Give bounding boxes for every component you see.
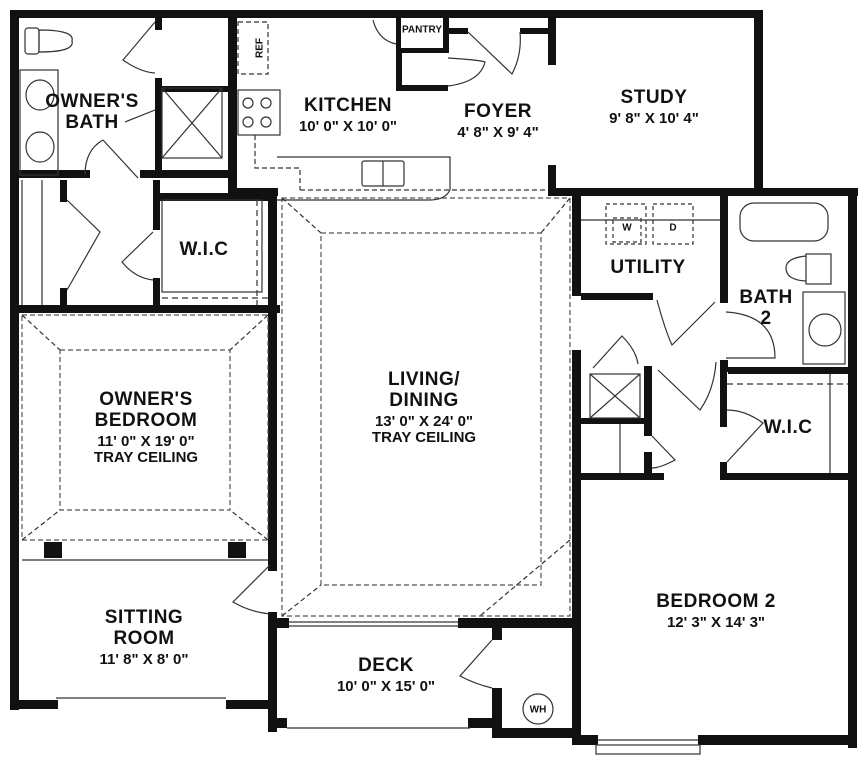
room-living-dining: LIVING/ DINING 13' 0" X 24' 0" TRAY CEIL… bbox=[371, 369, 477, 447]
room-name: 2 bbox=[760, 307, 772, 329]
room-utility: UTILITY bbox=[610, 257, 686, 279]
walls bbox=[10, 10, 858, 748]
pantry-label: PANTRY bbox=[402, 24, 442, 36]
room-dimensions: 9' 8" X 10' 4" bbox=[609, 109, 699, 127]
room-dimensions: 11' 0" X 19' 0" bbox=[97, 432, 195, 450]
room-dimensions: 13' 0" X 24' 0" bbox=[374, 412, 474, 430]
room-name: BATH bbox=[65, 111, 119, 133]
room-name: DINING bbox=[389, 389, 459, 411]
room-name: W.I.C bbox=[179, 239, 229, 260]
room-name: SITTING bbox=[104, 607, 184, 628]
room-dimensions: 10' 0" X 15' 0" bbox=[336, 677, 436, 695]
room-dimensions: 10' 0" X 10' 0" bbox=[298, 117, 398, 135]
room-name: FOYER bbox=[464, 101, 532, 122]
room-name: OWNER'S bbox=[99, 389, 193, 410]
ceiling-note: TRAY CEILING bbox=[93, 449, 199, 467]
room-owners-wic: W.I.C bbox=[179, 239, 229, 261]
room-deck: DECK 10' 0" X 15' 0" bbox=[336, 655, 436, 695]
room-bath-2: BATH 2 bbox=[739, 287, 793, 330]
room-owners-bath: OWNER'S BATH bbox=[45, 91, 139, 134]
room-foyer: FOYER 4' 8" X 9' 4" bbox=[457, 101, 539, 141]
water-heater-label: WH bbox=[529, 704, 547, 716]
ceiling-note: TRAY CEILING bbox=[371, 429, 477, 447]
room-name: LIVING/ bbox=[387, 369, 461, 390]
room-name: BEDROOM 2 bbox=[656, 591, 776, 612]
room-dimensions: 12' 3" X 14' 3" bbox=[666, 613, 766, 631]
room-name: DECK bbox=[358, 655, 414, 676]
room-name: KITCHEN bbox=[304, 95, 392, 116]
room-name: W.I.C bbox=[763, 417, 813, 438]
dryer-label: D bbox=[669, 222, 677, 234]
fixtures bbox=[19, 19, 848, 755]
room-name: UTILITY bbox=[610, 257, 686, 278]
room-dimensions: 4' 8" X 9' 4" bbox=[457, 123, 539, 141]
room-bedroom2-wic: W.I.C bbox=[763, 417, 813, 439]
room-kitchen: KITCHEN 10' 0" X 10' 0" bbox=[298, 95, 398, 135]
refrigerator-label: REF bbox=[254, 38, 266, 58]
room-bedroom-2: BEDROOM 2 12' 3" X 14' 3" bbox=[656, 591, 776, 631]
washer-label: W bbox=[622, 222, 632, 234]
room-name: STUDY bbox=[620, 87, 688, 108]
room-dimensions: 11' 8" X 8' 0" bbox=[99, 650, 189, 668]
room-name: BEDROOM bbox=[94, 409, 198, 431]
room-owners-bedroom: OWNER'S BEDROOM 11' 0" X 19' 0" TRAY CEI… bbox=[93, 389, 199, 467]
room-name: OWNER'S bbox=[45, 91, 139, 112]
room-name: ROOM bbox=[113, 627, 175, 649]
room-sitting-room: SITTING ROOM 11' 8" X 8' 0" bbox=[99, 607, 189, 668]
room-name: BATH bbox=[739, 287, 793, 308]
room-study: STUDY 9' 8" X 10' 4" bbox=[609, 87, 699, 127]
